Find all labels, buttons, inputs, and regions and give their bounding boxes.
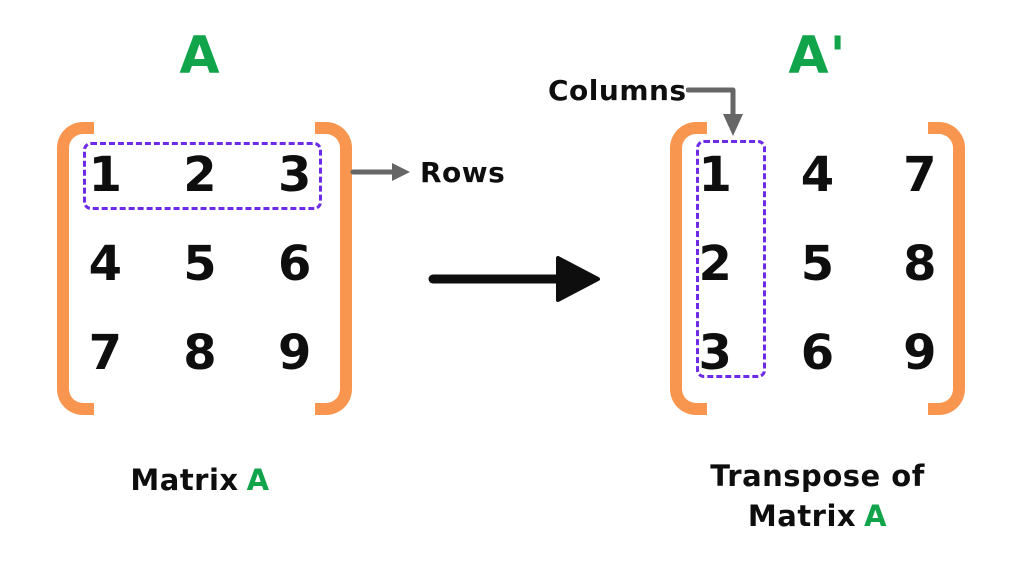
matrix-cell: 4 [88, 235, 123, 292]
caption-left-var: A [246, 463, 270, 497]
column-highlight-box [696, 140, 766, 378]
matrix-cell: 4 [800, 146, 835, 203]
matrix-cell: 6 [277, 235, 312, 292]
columns-arrow-icon [686, 87, 743, 136]
matrix-cell: 5 [800, 235, 835, 292]
matrix-cell: 3 [698, 324, 732, 381]
matrix-cell: 5 [183, 235, 217, 292]
matrix-cell: 7 [903, 146, 937, 203]
matrix-cell: 1 [698, 146, 732, 203]
matrix-cell: 9 [277, 324, 312, 381]
row-highlight-box [83, 142, 322, 210]
matrix-cell: 1 [88, 146, 123, 203]
matrix-cell: 6 [800, 324, 835, 381]
matrix-cell: 7 [88, 324, 123, 381]
matrix-cell: 2 [183, 146, 217, 203]
matrix-cell: 2 [698, 235, 732, 292]
matrix-a-grid: 1 2 3 4 5 6 7 8 9 [58, 130, 342, 397]
matrix-a-left-bracket [57, 122, 94, 415]
caption-right-line1: Transpose of [710, 459, 925, 493]
caption-right-text: Matrix [747, 499, 857, 533]
columns-label: Columns [548, 74, 687, 107]
matrix-cell: 8 [903, 235, 937, 292]
caption-left-text: Matrix [130, 463, 239, 497]
matrix-cell: 8 [183, 324, 217, 381]
matrix-a-transpose-grid: 1 4 7 2 5 8 3 6 9 [664, 130, 971, 397]
caption-right-var: A [864, 499, 888, 533]
matrix-cell: 3 [277, 146, 312, 203]
matrix-a-title: A [179, 26, 221, 86]
rows-arrow-icon [350, 163, 410, 181]
matrix-at-right-bracket [928, 122, 965, 415]
transform-arrow-icon [428, 256, 600, 302]
matrix-a-transpose-title: A' [788, 26, 847, 86]
rows-label: Rows [420, 156, 506, 189]
matrix-cell: 9 [903, 324, 937, 381]
